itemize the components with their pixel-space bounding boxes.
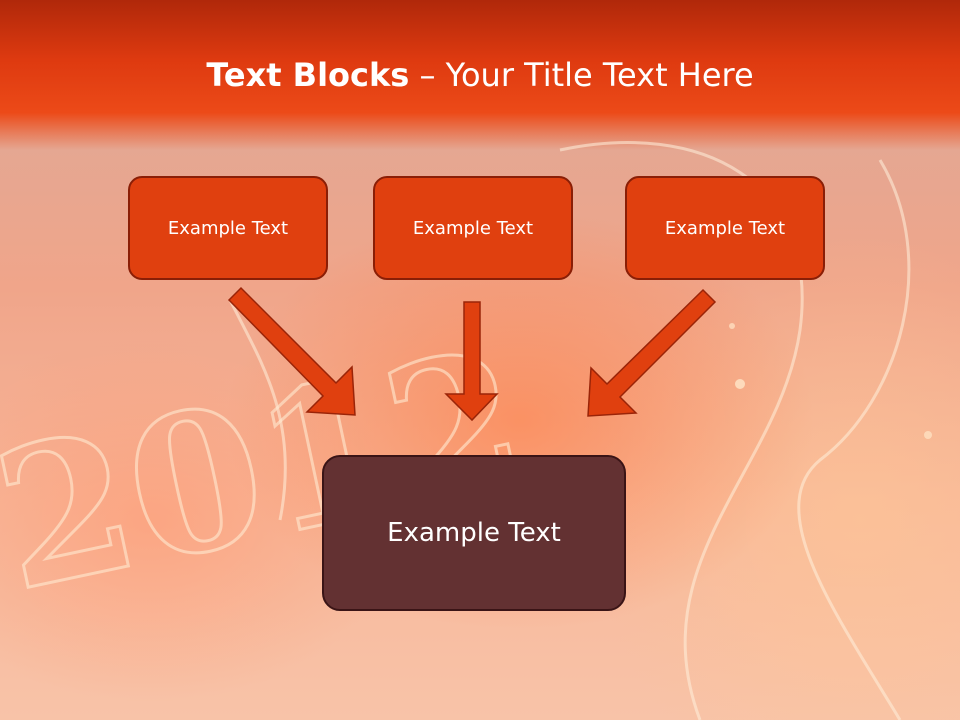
text-block-center[interactable]: Example Text (373, 176, 573, 280)
arrow-center-down (444, 301, 499, 422)
text-block-left-label: Example Text (167, 217, 289, 239)
flame-swirl (559, 141, 804, 720)
slide-title: Text Blocks – Your Title Text Here (0, 55, 960, 95)
text-block-left[interactable]: Example Text (128, 176, 328, 280)
title-bar (0, 0, 960, 150)
slide-title-rest: – Your Title Text Here (409, 56, 754, 94)
text-block-center-label: Example Text (412, 217, 534, 239)
arrow-right-diagonal (587, 288, 717, 417)
flame-swirl (797, 159, 911, 720)
slide-title-bold: Text Blocks (206, 56, 410, 94)
text-block-result-label: Example Text (387, 518, 561, 548)
text-block-right-label: Example Text (664, 217, 786, 239)
flame-swirl (228, 299, 287, 521)
arrow-left-diagonal (227, 286, 356, 416)
text-block-result[interactable]: Example Text (322, 455, 626, 611)
text-block-right[interactable]: Example Text (625, 176, 825, 280)
